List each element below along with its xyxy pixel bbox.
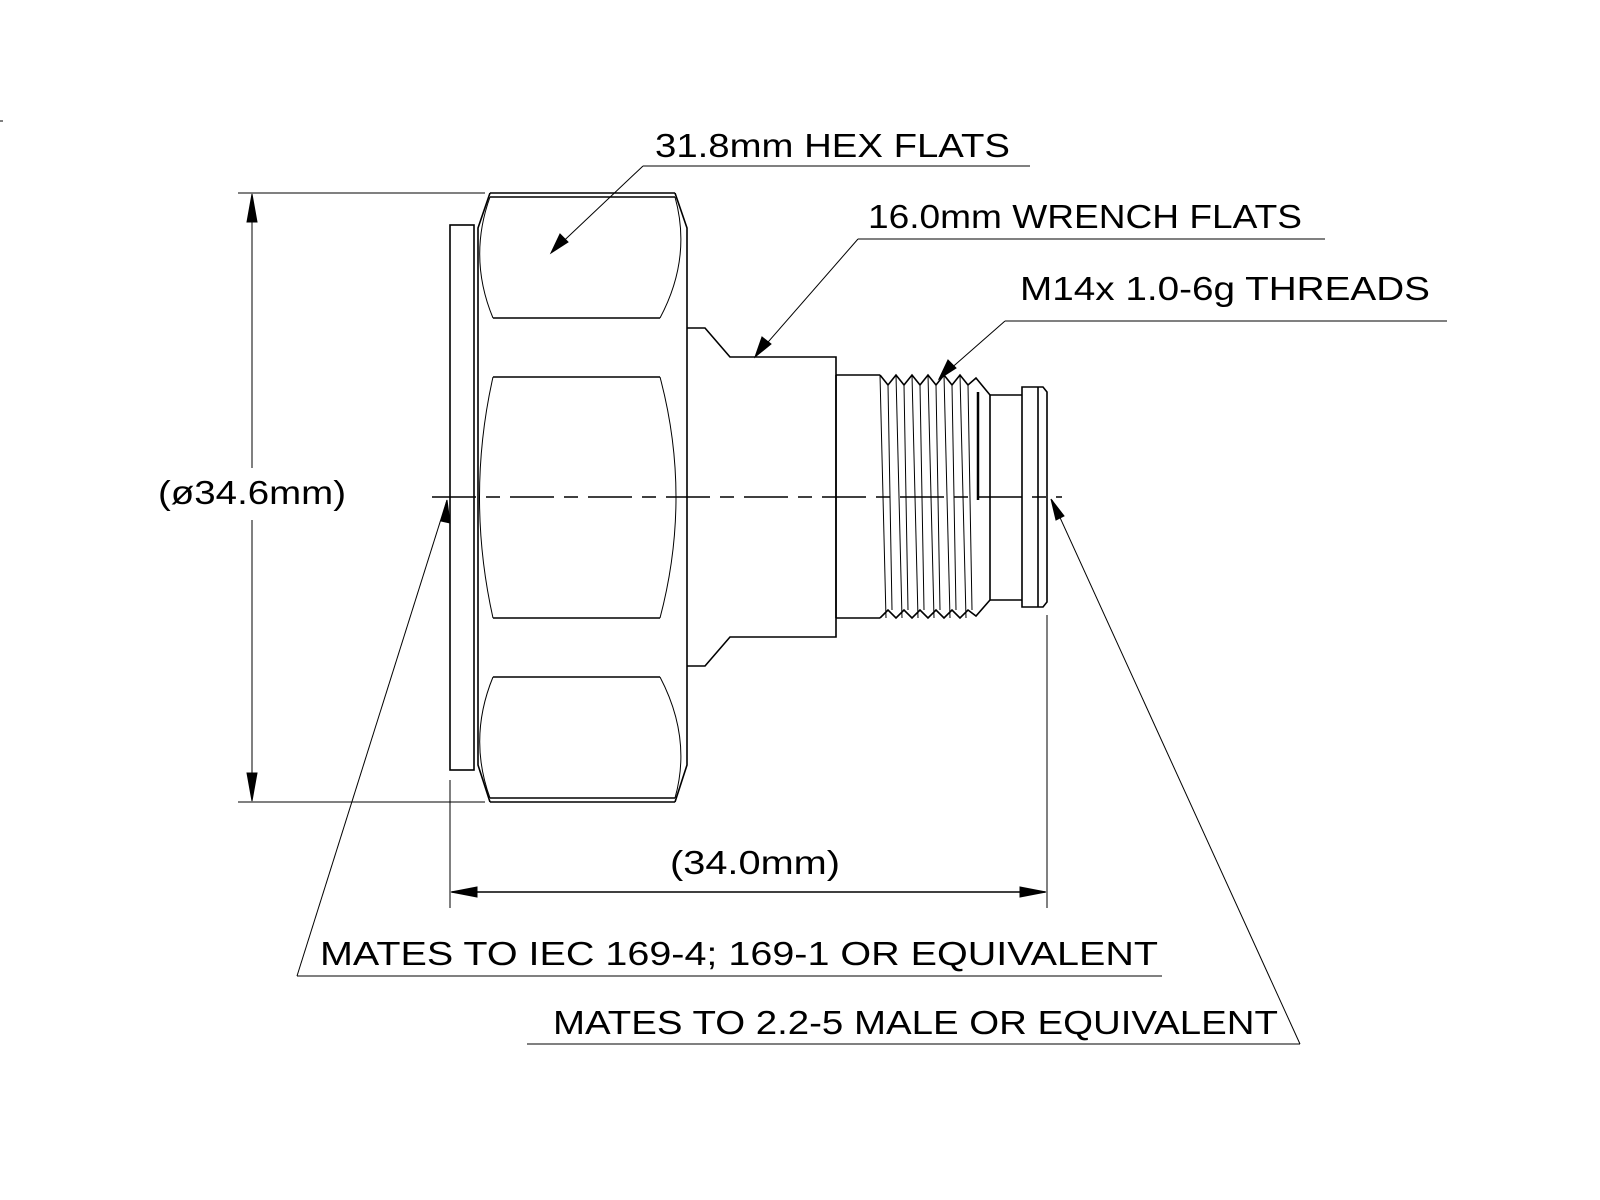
mates-iec-label: MATES TO IEC 169-4; 169-1 OR EQUIVALENT [320,935,1158,972]
length-label: (34.0mm) [670,844,840,881]
connector-body [449,192,1048,803]
mates-male-callout: MATES TO 2.2-5 MALE OR EQUIVALENT [527,498,1301,1045]
flange-plate [449,224,475,771]
hex-nut [477,192,688,803]
threads-label: M14x 1.0-6g THREADS [1020,270,1430,307]
threads-callout: M14x 1.0-6g THREADS [937,270,1447,381]
diameter-dimension: (ø34.6mm) [158,192,485,803]
wrench-flats-callout: 16.0mm WRENCH FLATS [753,198,1325,359]
mates-iec-callout: MATES TO IEC 169-4; 169-1 OR EQUIVALENT [296,499,1162,977]
length-dimension: (34.0mm) [449,615,1048,908]
mates-male-label: MATES TO 2.2-5 MALE OR EQUIVALENT [553,1004,1278,1041]
hex-flats-label: 31.8mm HEX FLATS [655,127,1010,164]
diameter-label: (ø34.6mm) [158,474,346,511]
hex-flats-callout: 31.8mm HEX FLATS [549,127,1030,255]
wrench-flats-label: 16.0mm WRENCH FLATS [868,198,1302,235]
thread-section [835,373,1048,620]
